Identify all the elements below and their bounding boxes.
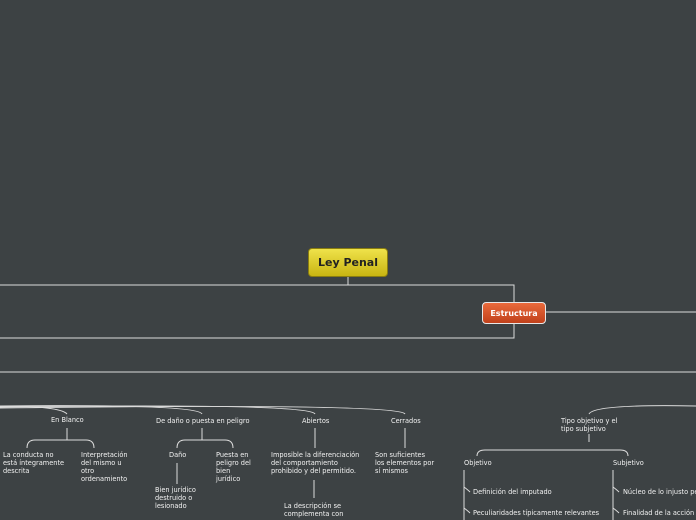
node-bien-destruido[interactable]: Bien jurídico destruido o lesionado [155,486,196,510]
node-en-blanco-desc[interactable]: La conducta no está íntegramente descrit… [3,451,65,475]
node-interpretacion[interactable]: Interpretación del mismo u otro ordenami… [81,451,128,483]
node-en-blanco[interactable]: En Blanco [51,416,84,424]
connector-dano-kids [176,428,234,449]
connector-tipo [588,405,696,415]
connector-bracket-bottom [0,324,515,339]
node-subjetivo[interactable]: Subjetivo [613,459,644,467]
node-cerrados[interactable]: Cerrados [391,417,421,425]
node-dano[interactable]: Daño [169,451,187,459]
connector-obj-b [463,507,471,514]
node-dano-peligro[interactable]: De daño o puesta en peligro [156,417,250,425]
node-abiertos-complemento[interactable]: La descripción se complementa con [284,502,344,518]
connector-cerrados [0,405,406,415]
node-puesta-peligro[interactable]: Puesta en peligro del bien jurídico [216,451,251,483]
connector-subj-a [612,486,620,493]
connector-bracket-top [0,284,515,302]
node-estructura[interactable]: Estructura [482,302,546,324]
connector-tipo-kids [476,434,629,457]
node-objetivo[interactable]: Objetivo [464,459,492,467]
node-finalidad-accion[interactable]: Finalidad de la acción [623,509,695,517]
node-peculiaridades[interactable]: Peculiaridades típicamente relevantes [473,509,600,517]
connector-obj-a [463,486,471,493]
node-abiertos[interactable]: Abiertos [302,417,330,425]
node-tipo-objetivo-subjetivo[interactable]: Tipo objetivo y el tipo subjetivo [561,417,618,433]
root-node-ley-penal[interactable]: Ley Penal [308,248,388,277]
connector-en-blanco-kids [26,428,95,449]
node-definicion-imputado[interactable]: Definición del imputado [473,488,552,496]
node-cerrados-desc[interactable]: Son suficientes los elementos por sí mis… [375,451,435,475]
node-abiertos-desc[interactable]: Imposible la diferenciación del comporta… [271,451,360,475]
node-nucleo-injusto[interactable]: Núcleo de lo injusto pe [623,488,696,496]
connector-subj-b [612,507,620,514]
